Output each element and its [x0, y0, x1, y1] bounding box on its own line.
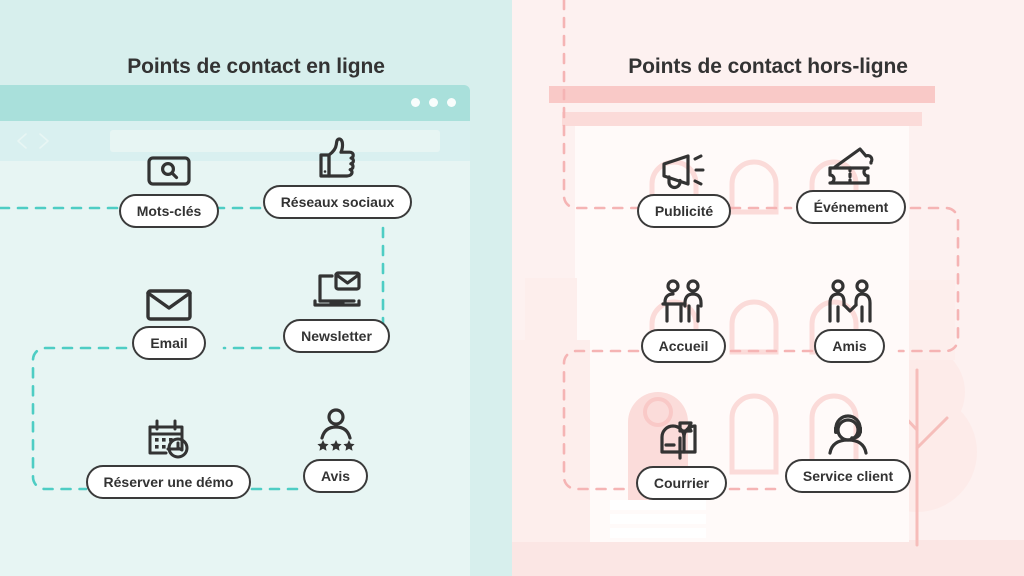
- headset-person-icon: [820, 405, 876, 455]
- building-windows: [649, 159, 859, 475]
- node-courrier[interactable]: Courrier: [632, 412, 731, 500]
- envelope-icon: [141, 272, 197, 322]
- node-reserver-une-demo[interactable]: Réserver une démo: [84, 411, 253, 499]
- person-stars-icon: [308, 405, 364, 455]
- building-left-wing: [512, 340, 590, 542]
- building-cornice-upper: [549, 86, 935, 103]
- browser-content-area: [0, 161, 470, 576]
- browser-window-dots: [411, 98, 456, 107]
- mailbox-icon: [654, 412, 710, 462]
- thumbs-up-icon: [310, 131, 366, 181]
- connector-accueil-courrier: [562, 349, 640, 491]
- connector-enter-publicite: [562, 0, 640, 210]
- pill-label[interactable]: Newsletter: [283, 319, 390, 353]
- browser-url-bar[interactable]: [110, 130, 440, 152]
- laptop-mail-icon: [309, 265, 365, 315]
- pill-label[interactable]: Événement: [795, 190, 907, 224]
- reception-people-icon: [656, 275, 712, 325]
- pill-label[interactable]: Réseaux sociaux: [262, 185, 413, 219]
- pill-label[interactable]: Courrier: [635, 466, 728, 500]
- pill-label[interactable]: Accueil: [640, 329, 727, 363]
- panel-online-touchpoints: Points de contact en ligne Mots-clés: [0, 0, 512, 576]
- building-right-wing: [909, 280, 955, 360]
- connector-lines-offline: [562, 0, 960, 491]
- panel-offline-touchpoints: Points de contact hors-ligne Publicité: [512, 0, 1024, 576]
- node-evenement[interactable]: Événement: [791, 136, 911, 224]
- megaphone-icon: [656, 140, 712, 190]
- building-steps: [610, 500, 706, 538]
- browser-toolbar: [0, 121, 470, 161]
- pill-label[interactable]: Avis: [302, 459, 369, 493]
- chevron-right-icon: [39, 133, 49, 149]
- node-mots-cles[interactable]: Mots-clés: [114, 140, 224, 228]
- ground-band: [512, 540, 1024, 576]
- browser-titlebar: [0, 85, 470, 121]
- page-title-offline: Points de contact hors-ligne: [628, 55, 908, 79]
- pill-label[interactable]: Email: [132, 326, 206, 360]
- node-email[interactable]: Email: [128, 272, 210, 360]
- window-dot-icon: [447, 98, 456, 107]
- window-dot-icon: [411, 98, 420, 107]
- pill-label[interactable]: Service client: [784, 459, 912, 493]
- building-cornice-lower: [562, 112, 922, 126]
- node-service-client[interactable]: Service client: [780, 405, 916, 493]
- search-box-icon: [141, 140, 197, 190]
- handshake-people-icon: [822, 275, 878, 325]
- page-title-online: Points de contact en ligne: [127, 55, 385, 79]
- pill-label[interactable]: Mots-clés: [118, 194, 220, 228]
- node-publicite[interactable]: Publicité: [636, 140, 732, 228]
- node-newsletter[interactable]: Newsletter: [277, 265, 396, 353]
- calendar-clock-icon: [141, 411, 197, 461]
- node-avis[interactable]: Avis: [302, 405, 369, 493]
- connector-evenement-amis: [897, 206, 960, 353]
- connector-lines-online: [0, 206, 385, 491]
- tickets-icon: [823, 136, 879, 186]
- window-dot-icon: [429, 98, 438, 107]
- pill-label[interactable]: Amis: [814, 329, 885, 363]
- browser-nav-arrows: [12, 130, 68, 152]
- node-reseaux-sociaux[interactable]: Réseaux sociaux: [259, 131, 416, 219]
- pill-label[interactable]: Publicité: [636, 194, 732, 228]
- node-accueil[interactable]: Accueil: [639, 275, 728, 363]
- pill-label[interactable]: Réserver une démo: [85, 465, 252, 499]
- node-amis[interactable]: Amis: [812, 275, 887, 363]
- chevron-left-icon: [17, 133, 27, 149]
